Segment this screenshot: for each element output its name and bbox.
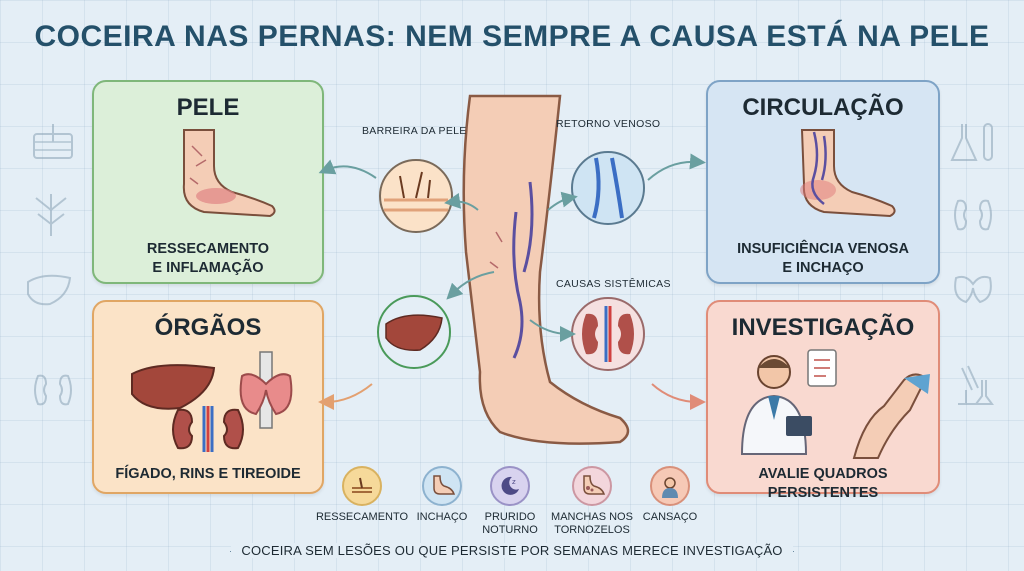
card-pele-text-line1: RESSECAMENTO <box>146 241 270 257</box>
flask-section-icon <box>950 123 993 161</box>
kidney-section-icon <box>34 374 72 406</box>
footer-note: COCEIRA SEM LESÕES OU QUE PERSISTE POR S… <box>0 543 1024 558</box>
card-investigacao-text: AVALIE QUADROS PERSISTENTES <box>758 466 888 501</box>
kidneys-circle <box>571 297 645 371</box>
symptom-cansaco-label: CANSAÇO <box>642 511 698 523</box>
thyroid-illustration <box>239 351 293 429</box>
card-investigacao: INVESTIGAÇÃO AVALIE QUADROS PERSISTENTES <box>706 300 940 501</box>
venous-foot-illustration <box>800 129 896 218</box>
central-leg-illustration <box>462 94 630 445</box>
inflamed-foot-illustration <box>182 129 276 218</box>
ankle-spots-icon <box>583 475 606 495</box>
moon-icon: z <box>501 476 519 495</box>
kidneys-illustration <box>172 406 244 452</box>
card-circulacao-text-line1: INSUFICIÊNCIA VENOSA <box>737 241 909 257</box>
card-pele-text-line2: E INFLAMAÇÃO <box>152 260 264 276</box>
card-circulacao-text-line2: E INCHAÇO <box>782 260 864 276</box>
card-circulacao: CIRCULAÇÃO INSUFICIÊNCIA VENOSA E INCHAÇ… <box>706 80 940 284</box>
liver-circle <box>377 295 451 369</box>
callout-retorno: RETORNO VENOSO <box>556 118 661 130</box>
liver-illustration <box>131 364 216 410</box>
card-orgaos-text: FÍGADO, RINS E TIREOIDE <box>115 466 301 482</box>
vein-section-icon <box>35 194 67 236</box>
symptom-ressecamento-label: RESSECAMENTO <box>315 511 409 523</box>
doctor-illustration <box>740 349 837 455</box>
card-investigacao-title: INVESTIGAÇÃO <box>731 314 915 341</box>
symptom-manchas-label: MANCHAS NOS TORNOZELOS <box>551 511 633 536</box>
callout-barreira: BARREIRA DA PELE <box>362 125 467 137</box>
microscope-section-icon <box>958 365 994 405</box>
symptom-prurido-label: PRURIDO NOTURNO <box>482 511 538 536</box>
symptom-inchaco-label: INCHAÇO <box>416 511 468 523</box>
venous-return-circle <box>571 151 645 225</box>
skin-layers-icon <box>352 477 372 493</box>
card-pele-title: PELE <box>176 94 240 121</box>
page-title: COCEIRA NAS PERNAS: NEM SEMPRE A CAUSA E… <box>34 20 990 53</box>
patient-leg-illustration <box>852 373 930 459</box>
liver-section-icon <box>27 274 72 306</box>
card-orgaos: ÓRGÃOS FÍGADO, RINS E TIREOIDE <box>92 300 324 494</box>
footer-note-text: COCEIRA SEM LESÕES OU QUE PERSISTE POR S… <box>231 543 793 558</box>
callout-sistemicas: CAUSAS SISTÊMICAS <box>556 278 671 290</box>
kidney-right-section-icon <box>954 199 992 231</box>
card-circulacao-title: CIRCULAÇÃO <box>742 94 904 121</box>
skin-barrier-circle <box>379 159 453 233</box>
svg-text:z: z <box>512 478 516 486</box>
swollen-foot-icon <box>433 475 456 495</box>
symptom-inchaco <box>422 466 462 506</box>
card-pele: PELE RESSECAMENTO E INFLAMAÇÃO <box>92 80 324 284</box>
card-orgaos-title: ÓRGÃOS <box>154 314 262 341</box>
skin-section-icon <box>33 124 73 159</box>
tired-person-icon <box>662 477 678 498</box>
thyroid-section-icon <box>954 275 992 304</box>
